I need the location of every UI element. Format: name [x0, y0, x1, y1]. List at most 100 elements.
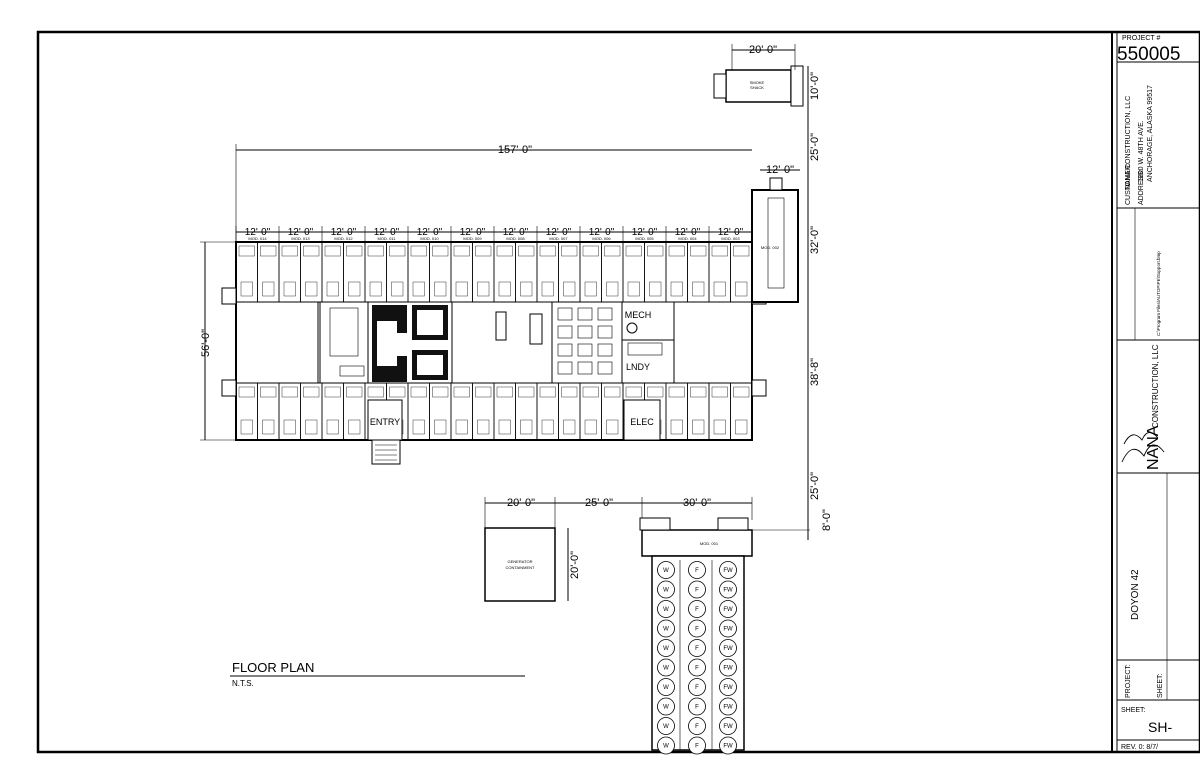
drawing-title-block: FLOOR PLAN N.T.S. [230, 660, 525, 688]
bed [496, 245, 513, 257]
bed [668, 245, 685, 257]
bed [647, 245, 664, 257]
module-width-label: 12'-0" [546, 227, 572, 238]
project-number-label: PROJECT # [1122, 35, 1160, 42]
bed [303, 245, 320, 257]
module-width-label: 12'-0" [245, 227, 271, 238]
storage-tank: FW [719, 717, 737, 735]
bed [238, 245, 255, 257]
project-number: 550005 [1117, 44, 1180, 65]
module-width-label: 12'-0" [417, 227, 443, 238]
closet [412, 419, 425, 435]
closet [434, 281, 447, 297]
tank-outline [719, 639, 737, 657]
bed [690, 245, 707, 257]
tank-symbol: F [695, 627, 699, 633]
customer-label: CUSTOMER: [1125, 163, 1132, 205]
closet [283, 419, 296, 435]
company-name: NANA CONSTRUCTION, LLC [1125, 96, 1132, 190]
tank-symbol: F [695, 705, 699, 711]
storage-tank: F [688, 736, 706, 755]
bed [733, 245, 750, 257]
tank-symbol: W [663, 568, 669, 574]
dining-table [557, 307, 573, 321]
tank-symbol: W [663, 646, 669, 652]
closet [713, 281, 726, 297]
closet [735, 419, 748, 435]
sheet-title-block: PROJECT # 550005 NANA CONSTRUCTION, LLC … [1111, 32, 1200, 752]
bed [367, 245, 384, 257]
dining-table [557, 343, 573, 357]
bed [260, 386, 277, 398]
tank-outline [657, 561, 675, 579]
tank-outline [688, 580, 706, 599]
storage-tank: W [657, 717, 675, 735]
address-label: ADDRESS: [1138, 169, 1145, 205]
bed [324, 245, 341, 257]
tank-symbol: F [695, 724, 699, 730]
closet [240, 419, 253, 435]
bed [303, 386, 320, 398]
bed [389, 245, 406, 257]
tank-outline [657, 619, 675, 638]
closet [649, 281, 662, 297]
tank-outline [688, 678, 706, 696]
tank-symbol: F [695, 685, 699, 691]
bed [604, 245, 621, 257]
module-label: MOD. 007 [549, 236, 568, 241]
tank-outline [657, 600, 675, 618]
tank-symbol: FW [723, 685, 733, 691]
bed [410, 386, 427, 398]
tank-symbol: FW [723, 646, 733, 652]
bed [518, 245, 535, 257]
closet [391, 281, 404, 297]
sheet-border [36, 30, 1200, 754]
tank-symbol: W [663, 627, 669, 633]
tank-outline [688, 658, 706, 677]
tank-outline [719, 658, 737, 677]
tank-outline [719, 600, 737, 618]
tank-outline [688, 639, 706, 657]
module-label: MOD. 011 [378, 236, 397, 241]
dim-offset-top: 25'-0" [809, 133, 821, 161]
closet [735, 281, 748, 297]
tank-symbol: F [695, 666, 699, 672]
dim-smoke-shack-depth: 10'-0" [809, 72, 821, 100]
closet [692, 281, 705, 297]
bed [690, 386, 707, 398]
logo-word: NANA [1145, 425, 1162, 470]
tank-outline [719, 717, 737, 735]
storage-tank: F [688, 580, 706, 599]
tank-symbol: W [663, 705, 669, 711]
bed [604, 386, 621, 398]
bed [711, 245, 728, 257]
tank-outline [688, 697, 706, 716]
bed [561, 386, 578, 398]
storage-tank: FW [719, 580, 737, 599]
tank-symbol: F [695, 646, 699, 652]
file-path: C:\Program Files\AUTOPIPE\Support.bmp [1156, 251, 1161, 336]
bed [496, 386, 513, 398]
tank-outline [657, 678, 675, 696]
address-line-2: ANCHORAGE, ALASKA 99517 [1147, 85, 1154, 182]
tank-symbol: F [695, 568, 699, 574]
closet [520, 419, 533, 435]
tank-outline [657, 697, 675, 716]
bed [625, 245, 642, 257]
closet [348, 281, 361, 297]
bed [346, 245, 363, 257]
bed [367, 386, 384, 398]
logo-subtitle: CONSTRUCTION, LLC [1151, 344, 1160, 428]
module-width-label: 12'-0" [589, 227, 615, 238]
tank-outline [657, 580, 675, 599]
dim-overall-width: 56'-0" [200, 329, 212, 357]
storage-tank: FW [719, 697, 737, 716]
storage-tank: FW [719, 619, 737, 638]
bed [625, 386, 642, 398]
bed [453, 386, 470, 398]
closet [584, 419, 597, 435]
closet [627, 281, 640, 297]
closet [498, 419, 511, 435]
tank-symbol: FW [723, 744, 733, 750]
